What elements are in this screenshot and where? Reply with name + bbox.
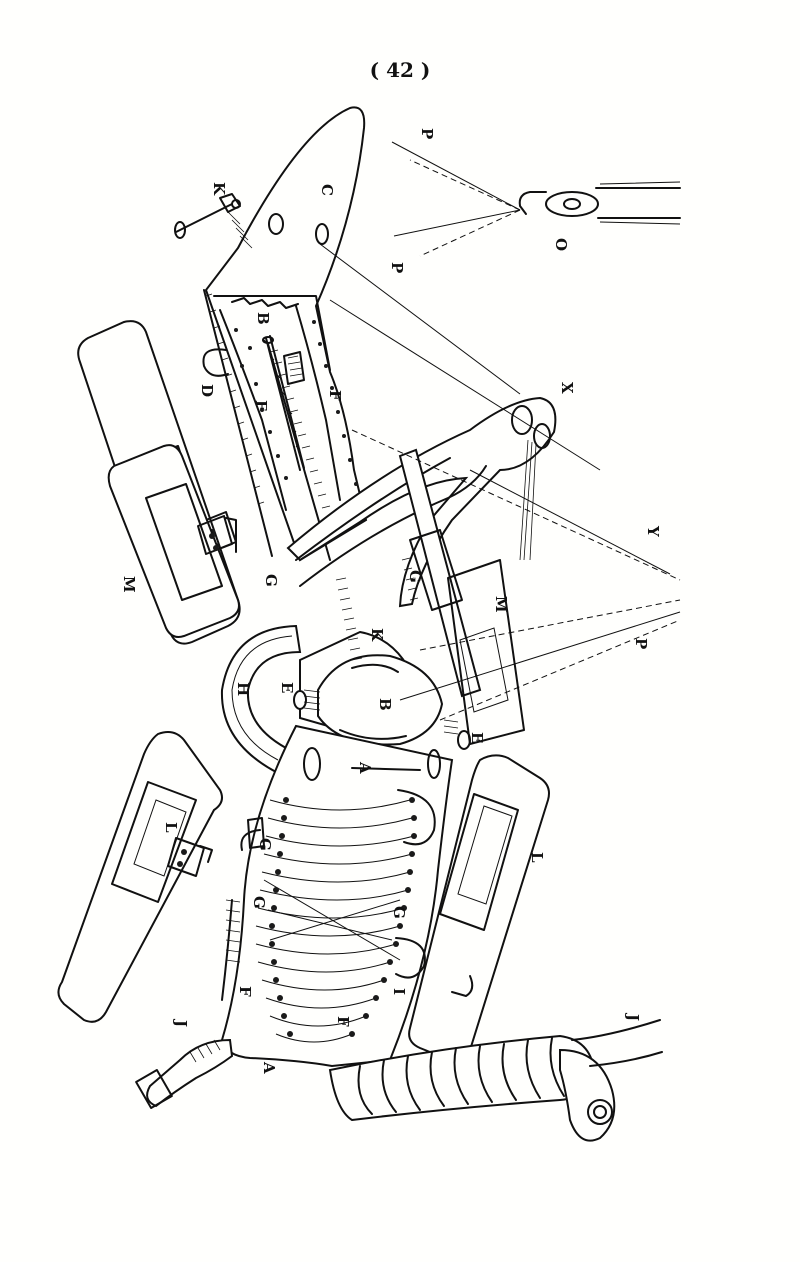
spiral-bandage: [328, 1019, 663, 1142]
label-b-joint: B: [376, 698, 394, 711]
label-k-rail: K: [368, 628, 386, 642]
label-m-right: M: [492, 596, 510, 613]
label-j-left: J: [172, 1018, 190, 1027]
label-p-upper: P: [418, 128, 436, 139]
label-f-upper-right: F: [326, 390, 344, 401]
lower-trough: [220, 724, 454, 1068]
lower-rail: [335, 448, 525, 745]
label-f-lower-left: F: [236, 986, 254, 997]
upper-trough: [202, 106, 368, 562]
knee-joint: [220, 624, 471, 774]
label-g-lower-a: G: [250, 896, 268, 909]
label-g-lower-left: G: [256, 838, 274, 851]
upper-pad-left-back: [107, 444, 240, 638]
label-g-lower-b: G: [390, 906, 408, 919]
label-p-right: P: [632, 638, 650, 649]
label-y: Y: [644, 525, 662, 537]
label-e-lower: E: [468, 732, 486, 743]
label-p-cord: P: [388, 262, 406, 273]
lower-pad-left: [57, 731, 223, 1023]
label-j-right: J: [624, 1012, 642, 1021]
label-m-left: M: [120, 576, 138, 593]
figure-labels: P K C O P B X D F F Y M M G G K P H E B …: [120, 128, 662, 1074]
label-b-upper: B: [254, 312, 272, 325]
wing-screw: [174, 193, 253, 249]
label-d: D: [198, 384, 216, 397]
label-f-lower-right: F: [334, 1016, 352, 1027]
suspension-cords: [319, 141, 681, 721]
label-g-upper-right: G: [406, 570, 424, 583]
label-x: X: [558, 382, 576, 394]
label-g-upper-left: G: [262, 574, 280, 587]
label-o-pulley: O: [552, 238, 570, 251]
lacing-holes: [269, 797, 417, 1037]
page-number: ( 42 ): [369, 58, 431, 82]
pulley: [518, 181, 681, 225]
label-f-upper-left: F: [252, 400, 270, 411]
label-l-left: L: [162, 822, 180, 833]
label-h: H: [234, 682, 252, 696]
label-a-lower: A: [260, 1061, 278, 1074]
buckle-strap: [135, 1038, 234, 1109]
label-e-upper: E: [278, 682, 296, 693]
label-l-right: L: [528, 852, 546, 863]
label-a-upper: A: [356, 761, 374, 774]
lacing-cords: [255, 799, 415, 1043]
label-k-screw: K: [210, 182, 228, 196]
perforation-holes: [234, 320, 358, 486]
label-i: I: [390, 988, 408, 995]
label-c-trough: C: [318, 184, 336, 196]
